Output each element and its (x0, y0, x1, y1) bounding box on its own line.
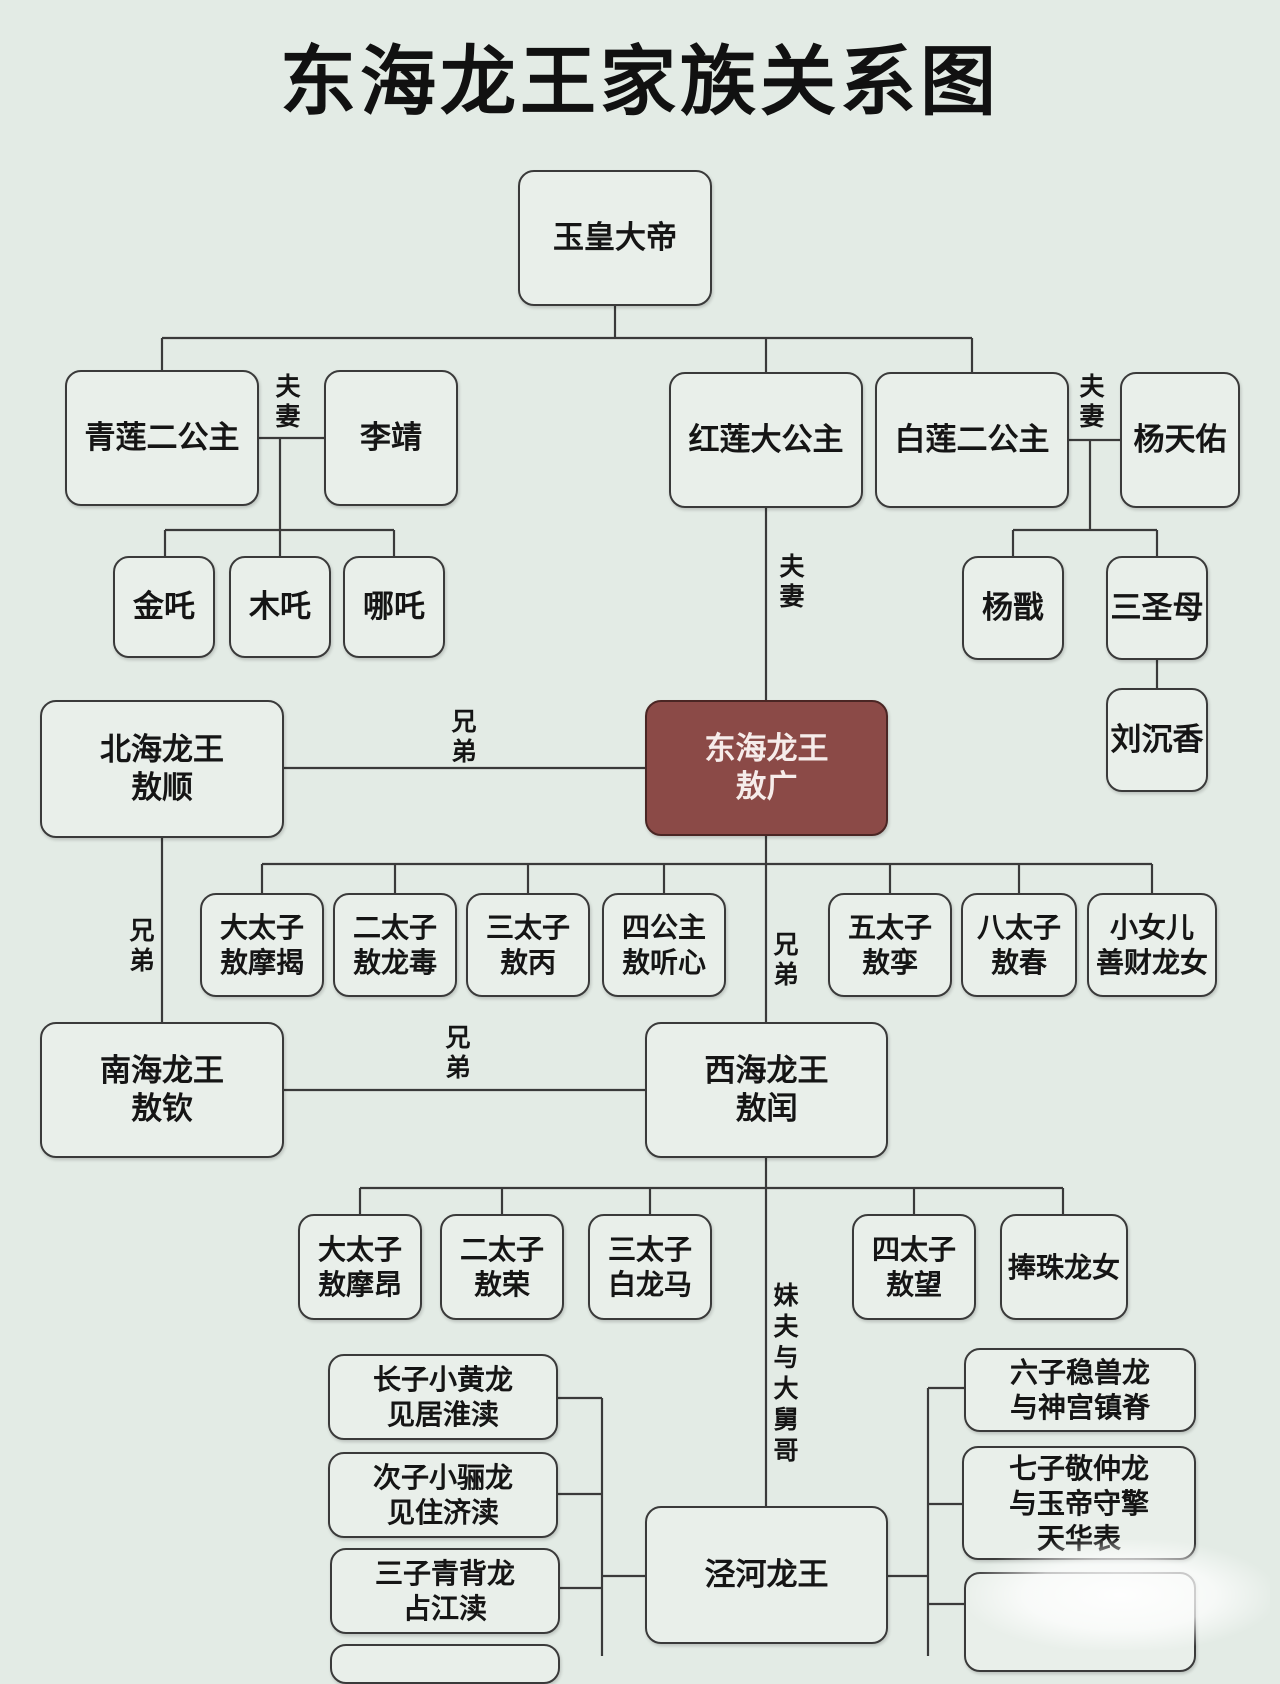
node-donghai-child: 三太子 敖丙 (466, 893, 590, 997)
node-sanshengmu: 三圣母 (1106, 556, 1208, 660)
node-jinghe-son: 次子小骊龙 见住济渎 (328, 1452, 558, 1538)
label-brothers: 兄 弟 (445, 1023, 471, 1082)
node-jinghe-dragon-king: 泾河龙王 (645, 1506, 888, 1644)
node-muzha: 木吒 (229, 556, 331, 658)
node-nanhai-dragon-king: 南海龙王 敖钦 (40, 1022, 284, 1158)
node-bailian-princess: 白莲二公主 (875, 372, 1069, 508)
node-liu-chenxiang: 刘沉香 (1106, 688, 1208, 792)
node-jinghe-son: 长子小黄龙 见居淮渎 (328, 1354, 558, 1440)
label-couple: 夫 妻 (275, 372, 301, 431)
node-jade-emperor: 玉皇大帝 (518, 170, 712, 306)
node-donghai-child: 八太子 敖春 (961, 893, 1077, 997)
label-brothers: 兄 弟 (129, 916, 155, 975)
node-xihai-child: 捧珠龙女 (1000, 1214, 1128, 1320)
node-donghai-child: 五太子 敖孪 (828, 893, 952, 997)
node-xihai-child: 四太子 敖望 (852, 1214, 976, 1320)
node-jinzha: 金吒 (113, 556, 215, 658)
node-donghai-child: 四公主 敖听心 (602, 893, 726, 997)
node-qinglian-princess: 青莲二公主 (65, 370, 259, 506)
label-brothers: 兄 弟 (451, 707, 477, 766)
node-li-jing: 李靖 (324, 370, 458, 506)
node-xihai-child: 三太子 白龙马 (588, 1214, 712, 1320)
label-couple: 夫 妻 (1079, 372, 1105, 431)
node-xihai-child: 大太子 敖摩昂 (298, 1214, 422, 1320)
node-donghai-child: 大太子 敖摩揭 (200, 893, 324, 997)
node-yang-jian: 杨戬 (962, 556, 1064, 660)
node-honglian-princess: 红莲大公主 (669, 372, 863, 508)
node-yang-tianyou: 杨天佑 (1120, 372, 1240, 508)
node-beihai-dragon-king: 北海龙王 敖顺 (40, 700, 284, 838)
node-donghai-child: 二太子 敖龙毒 (333, 893, 457, 997)
label-couple: 夫 妻 (779, 552, 805, 611)
node-donghai-child: 小女儿 善财龙女 (1087, 893, 1217, 997)
node-jinghe-son: 三子青背龙 占江渎 (330, 1548, 560, 1634)
diagram-title: 东海龙王家族关系图 (280, 37, 1000, 126)
watermark-blur (970, 1540, 1270, 1650)
label-brothers: 兄 弟 (773, 930, 799, 989)
node-nezha: 哪吒 (343, 556, 445, 658)
node-jinghe-son-partial (330, 1644, 560, 1684)
node-jinghe-son: 六子稳兽龙 与神宫镇脊 (964, 1348, 1196, 1432)
label-in-law: 妹 夫 与 大 舅 哥 (773, 1281, 799, 1465)
node-xihai-dragon-king: 西海龙王 敖闰 (645, 1022, 888, 1158)
node-donghai-dragon-king: 东海龙王 敖广 (645, 700, 888, 836)
node-xihai-child: 二太子 敖荣 (440, 1214, 564, 1320)
